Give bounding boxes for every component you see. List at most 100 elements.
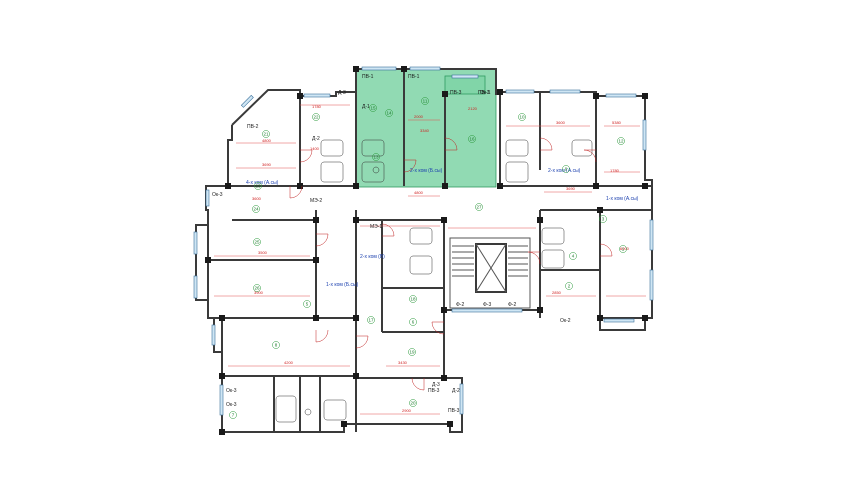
- bathroom-fixtures: [275, 139, 593, 423]
- room-marker-circle: [475, 203, 483, 211]
- room-marker-circle: [253, 284, 261, 292]
- room-number: 19: [409, 349, 415, 354]
- room-marker-circle: [252, 205, 260, 213]
- element-code: ПВ-3: [450, 90, 462, 96]
- element-code: Д-3: [432, 382, 440, 388]
- room-number: 1: [622, 246, 625, 251]
- apartment-type-label: 1-х ком (Б.сы): [326, 282, 359, 288]
- room-marker-circle: [421, 97, 429, 105]
- dimension-lines: [214, 104, 646, 415]
- room-marker-circle: [385, 109, 393, 117]
- dimension-text: 2000: [414, 114, 424, 119]
- element-code: ПВ-3: [478, 90, 490, 96]
- room-marker-circle: [262, 130, 270, 138]
- dimension-text: 4800: [414, 190, 424, 195]
- room-marker-circle: [619, 245, 627, 253]
- dimension-text: 6000: [620, 246, 630, 251]
- room-number: 9: [565, 166, 568, 171]
- room-marker-circle: [229, 411, 237, 419]
- room-number: 21: [263, 131, 269, 136]
- dimension-text: 3690: [566, 186, 576, 191]
- element-code: Д-2: [452, 388, 460, 394]
- room-number: 11: [423, 98, 428, 103]
- dimension-text: 4200: [284, 360, 294, 365]
- room-number: 22: [313, 114, 319, 119]
- windows: [193, 66, 654, 416]
- dimension-text: 1780: [312, 104, 322, 109]
- dimension-text: 2120: [468, 106, 478, 111]
- element-code: Ф-3: [483, 302, 491, 308]
- room-marker-circle: [254, 182, 262, 190]
- room-marker-circle: [599, 215, 607, 223]
- selected-apartment-highlight[interactable]: [355, 68, 497, 188]
- room-markers: 1234567891011121314151617181920212223242…: [229, 97, 627, 419]
- element-code: ПВ-3: [428, 388, 440, 394]
- room-number: 5: [306, 301, 309, 306]
- dimension-text: 3430: [398, 360, 408, 365]
- dimension-text: 2900: [402, 408, 412, 413]
- dimension-text: 3500: [258, 250, 268, 255]
- element-code: Ок-1: [480, 90, 491, 96]
- dimension-text: 3340: [420, 128, 430, 133]
- door-swings: [289, 137, 613, 391]
- room-number: 14: [386, 110, 392, 115]
- room-number: 27: [476, 204, 482, 209]
- room-marker-circle: [562, 165, 570, 173]
- element-code: Ок-3: [212, 192, 223, 198]
- dimension-text: 3690: [262, 162, 272, 167]
- room-number: 16: [469, 136, 475, 141]
- apartment-type-label: 2-х ком (Б.сы): [410, 168, 443, 174]
- room-marker-circle: [565, 282, 573, 290]
- room-marker-circle: [303, 300, 311, 308]
- room-marker-circle: [409, 399, 417, 407]
- room-marker-circle: [369, 104, 377, 112]
- room-number: 23: [255, 183, 261, 188]
- room-marker-circle: [409, 295, 417, 303]
- room-marker-circle: [312, 113, 320, 121]
- room-number: 13: [373, 154, 379, 159]
- room-marker-circle: [367, 316, 375, 324]
- apartment-type-label: 2-х ком (А.сы): [548, 168, 581, 174]
- apartment-type-label: 2-х ком (В): [360, 254, 385, 260]
- room-number: 26: [254, 285, 260, 290]
- room-number: 20: [410, 400, 416, 405]
- dimension-text: 3900: [254, 290, 264, 295]
- room-marker-circle: [372, 153, 380, 161]
- apartment-type-label: 4-х ком (А.сы): [246, 180, 279, 186]
- apartment-type-label: 1-х ком (А.сы): [606, 196, 639, 202]
- element-code: Д-3: [338, 90, 346, 96]
- dimension-text: 4800: [262, 138, 272, 143]
- room-number: 3: [602, 216, 605, 221]
- dimension-text: 3600: [556, 120, 566, 125]
- room-marker-circle: [617, 137, 625, 145]
- element-code: ПВ-2: [247, 124, 259, 130]
- dimension-text: 1780: [610, 168, 620, 173]
- dimension-text: 5380: [612, 120, 622, 125]
- room-marker-circle: [408, 348, 416, 356]
- room-number: 6: [412, 319, 415, 324]
- room-number: 25: [254, 239, 260, 244]
- room-number: 12: [618, 138, 624, 143]
- room-number: 17: [368, 317, 374, 322]
- stair-core: [449, 237, 531, 309]
- element-code: Д-1: [362, 104, 370, 110]
- interior-walls: [208, 69, 652, 432]
- element-code: Д-2: [312, 136, 320, 142]
- element-code: Ок-3: [226, 388, 237, 394]
- element-code: Ок-3: [226, 402, 237, 408]
- dimension-text: 3600: [252, 196, 262, 201]
- element-code: МЭ-2: [310, 198, 322, 204]
- room-number: 15: [370, 105, 376, 110]
- element-code: Ф-2: [456, 302, 464, 308]
- room-marker-circle: [468, 135, 476, 143]
- room-number: 18: [410, 296, 416, 301]
- room-number: 10: [519, 114, 525, 119]
- room-number: 24: [253, 206, 259, 211]
- room-marker-circle: [272, 341, 280, 349]
- element-code: Ф-2: [508, 302, 516, 308]
- dimension-text: 1400: [310, 146, 320, 151]
- element-code: Ок-2: [560, 318, 571, 324]
